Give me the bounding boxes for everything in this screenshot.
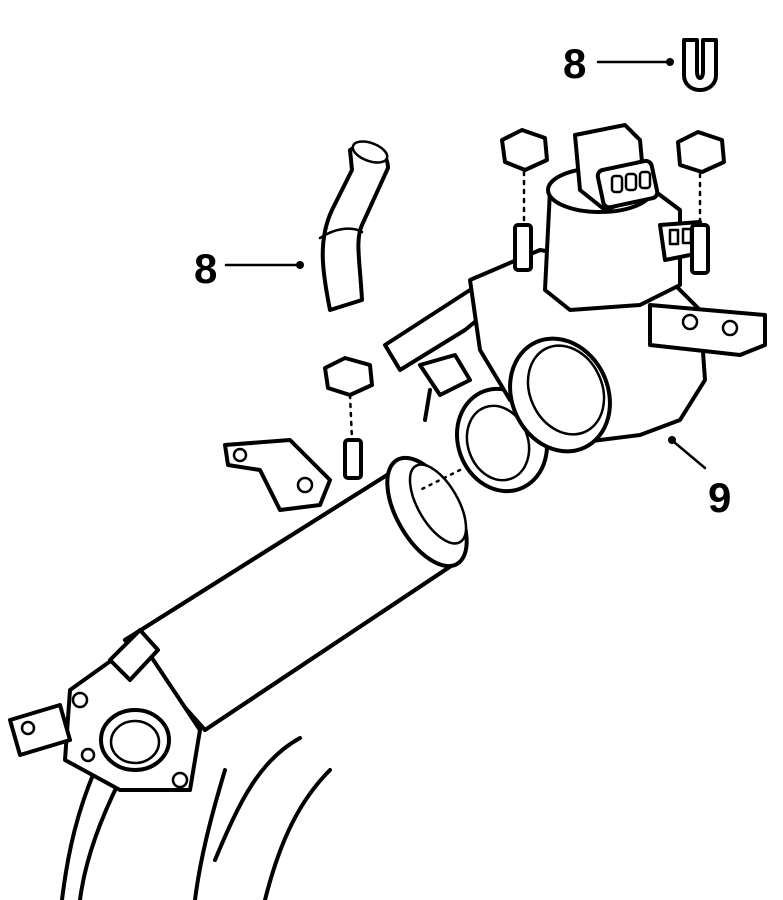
callout-leaders [224, 58, 707, 470]
hose-right-u [682, 38, 718, 92]
stud-nut-top-left [500, 128, 549, 272]
callout-label-8-left: 8 [194, 245, 217, 292]
stud-nut-left [323, 356, 374, 480]
callout-label-9: 9 [708, 474, 731, 521]
egr-valve [383, 123, 767, 454]
hose-left [318, 140, 390, 312]
egr-pipe-assembly [8, 438, 469, 900]
callout-label-8-top: 8 [563, 40, 586, 87]
stud-nut-top-right [676, 130, 726, 275]
